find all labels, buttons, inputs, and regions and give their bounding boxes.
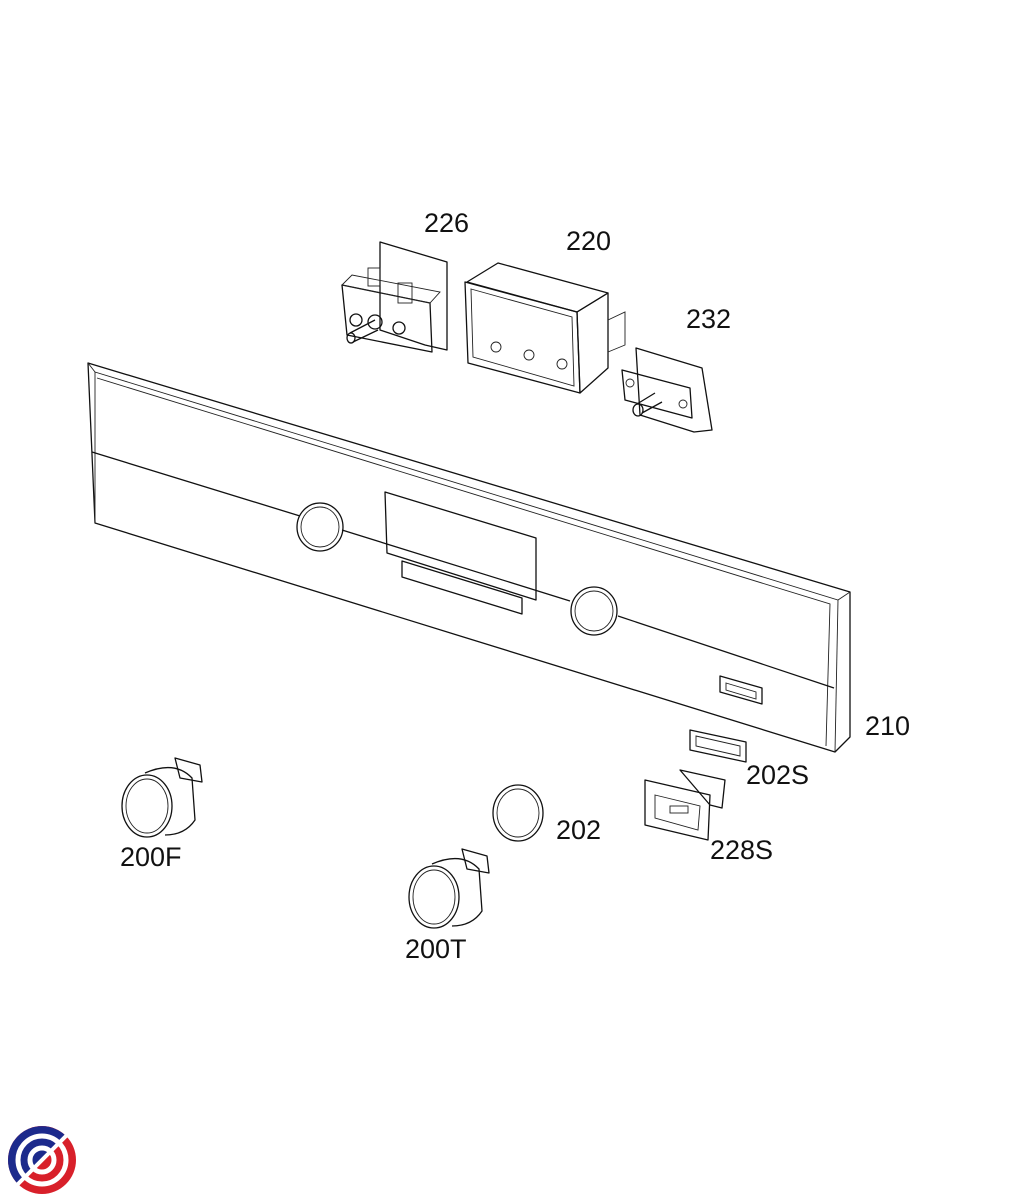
control-panel-210: [87, 362, 851, 753]
switch-hole: [719, 675, 763, 705]
selector-switch-226: [341, 241, 448, 353]
label-220: 220: [566, 226, 611, 256]
label-200T: 200T: [405, 934, 467, 964]
knob-hole-right: [570, 586, 618, 636]
knob-200T: [408, 848, 490, 929]
label-200F: 200F: [120, 842, 182, 872]
brand-logo: [8, 1126, 76, 1194]
knob-hole-left: [296, 502, 344, 552]
label-210: 210: [865, 711, 910, 741]
display-module-220: [464, 262, 626, 394]
display-window: [384, 491, 537, 601]
label-202: 202: [556, 815, 601, 845]
label-202S: 202S: [746, 760, 809, 790]
display-slot: [401, 560, 523, 615]
label-228S: 228S: [710, 835, 773, 865]
push-switch-228S: [644, 769, 726, 841]
switch-bezel-202S: [689, 729, 747, 763]
label-232: 232: [686, 304, 731, 334]
knob-ring-202: [492, 784, 544, 842]
switch-232: [621, 347, 713, 433]
knob-200F: [121, 757, 203, 838]
label-226: 226: [424, 208, 469, 238]
